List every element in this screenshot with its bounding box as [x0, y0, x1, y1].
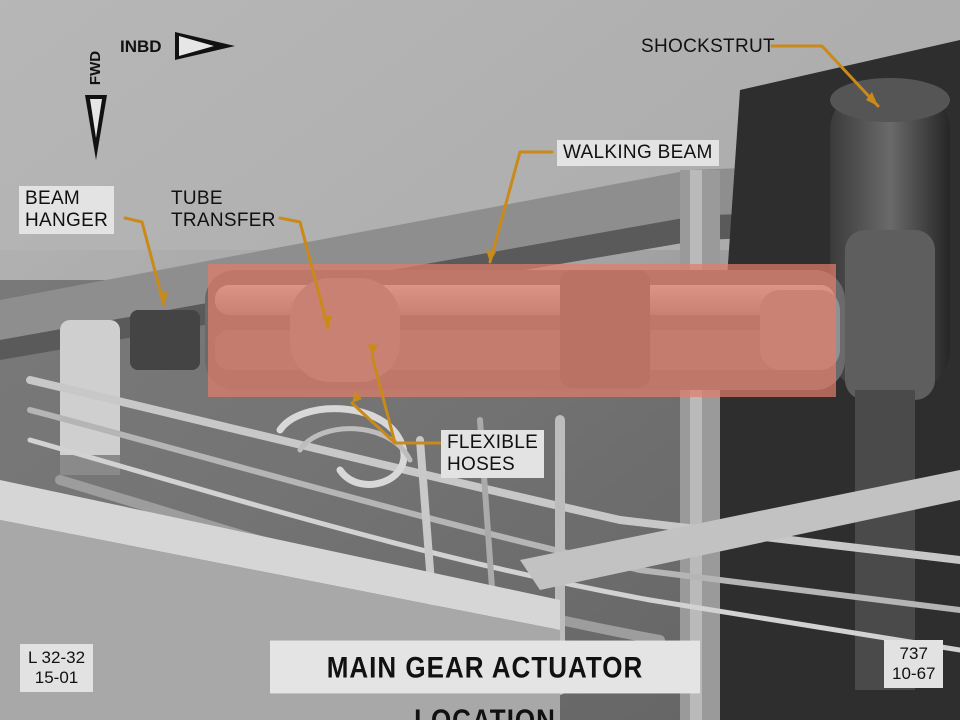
fwd-arrow — [85, 95, 107, 160]
corner-left-line1: L 32-32 — [28, 648, 86, 667]
label-beam-hanger-line2: HANGER — [25, 210, 109, 231]
label-beam-hanger: BEAM HANGER — [19, 186, 115, 234]
label-flexible-hoses-line2: HOSES — [447, 454, 516, 475]
label-shockstrut: SHOCKSTRUT — [641, 36, 775, 57]
shockstrut-body — [830, 78, 950, 690]
corner-left-line2: 15-01 — [34, 668, 79, 687]
leader-beam-hanger — [123, 216, 166, 307]
corner-left-ref: L 32-32 15-01 — [20, 644, 94, 692]
inbd-indicator-label: INBD — [120, 37, 162, 56]
label-tube-transfer-line2: TRANSFER — [171, 210, 276, 231]
label-flexible-hoses-line1: FLEXIBLE — [447, 432, 539, 453]
label-beam-hanger-line1: BEAM — [25, 188, 81, 209]
leader-shockstrut — [770, 44, 880, 108]
label-tube-transfer: TUBE TRANSFER — [171, 188, 276, 232]
corner-right-ref: 737 10-67 — [884, 640, 944, 688]
actuator-highlight — [208, 264, 836, 397]
figure-caption: MAIN GEAR ACTUATOR LOCATION — [270, 640, 700, 720]
label-walking-beam: WALKING BEAM — [557, 140, 719, 166]
lower-beam — [0, 480, 560, 630]
inbd-arrow — [175, 32, 235, 60]
label-flexible-hoses: FLEXIBLE HOSES — [441, 430, 545, 478]
leader-tube-transfer — [278, 216, 330, 330]
label-tube-transfer-line1: TUBE — [171, 188, 223, 209]
corner-right-line1: 737 — [899, 644, 928, 663]
fwd-indicator-label: FWD — [87, 50, 104, 86]
leader-walking-beam — [488, 150, 554, 264]
leader-lines — [123, 44, 880, 445]
corner-right-line2: 10-67 — [892, 664, 936, 683]
leader-hoses-b — [350, 401, 397, 445]
